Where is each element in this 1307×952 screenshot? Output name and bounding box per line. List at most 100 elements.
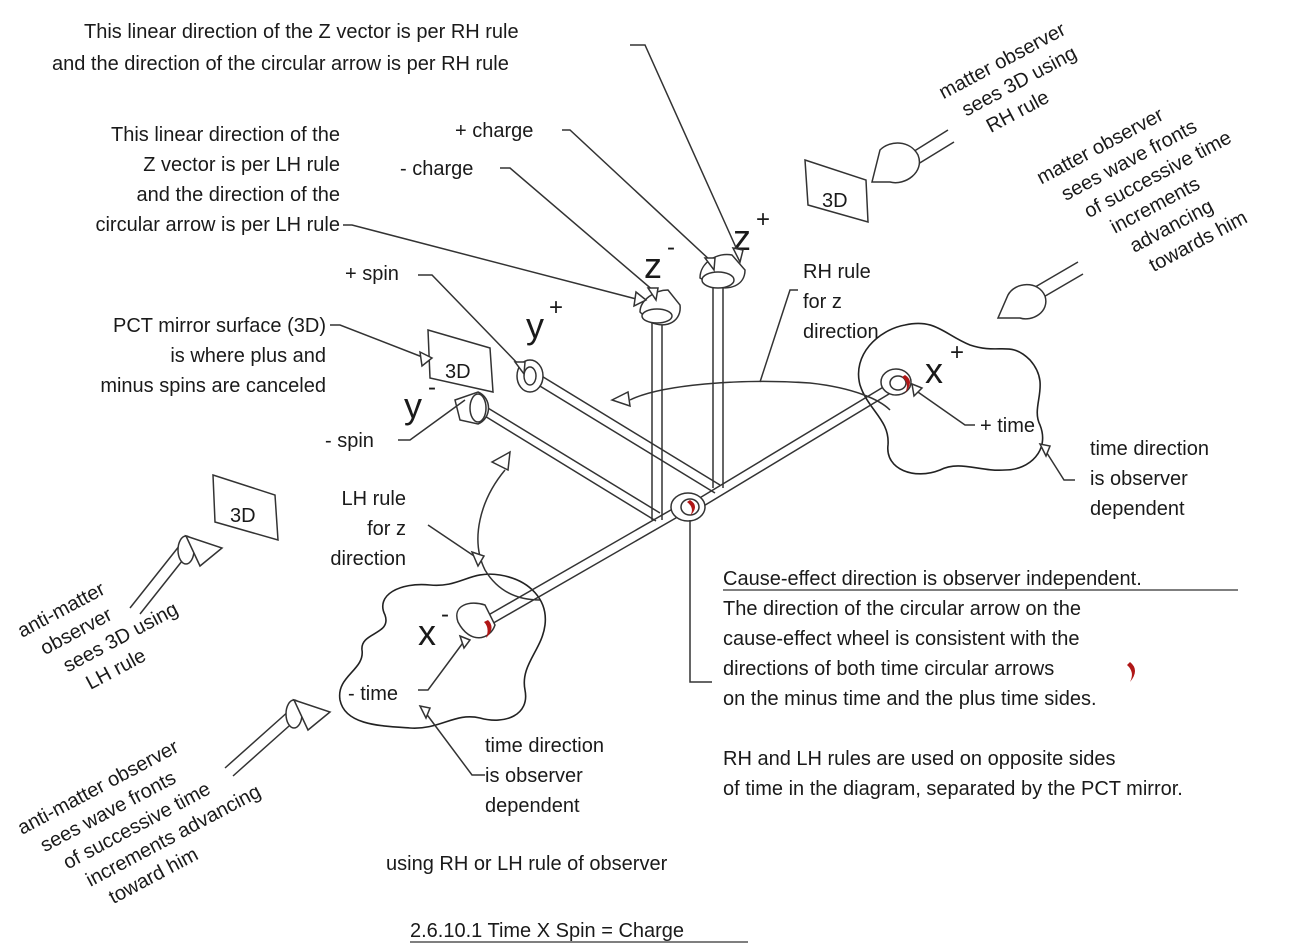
axis-label-z-plus: z — [733, 217, 751, 258]
leader-lh-note — [343, 224, 641, 301]
arrowhead-plus-charge — [703, 257, 716, 273]
svg-text:3D: 3D — [445, 361, 471, 383]
matter-3d-box: 3D — [804, 158, 869, 224]
rh-rule-line-2: for z — [803, 291, 842, 313]
antimatter-3d-note: anti-matter observer sees 3D using LH ru… — [14, 578, 182, 694]
rh-lh-note-line-2: of time in the diagram, separated by the… — [723, 778, 1183, 800]
z-axis-rods — [651, 282, 724, 520]
lh-rule-line-3: direction — [330, 548, 406, 570]
leader-lh-rule — [427, 524, 481, 561]
matter-wave-note: matter observer sees wave fronts of succ… — [1033, 104, 1251, 277]
plus-spin-label: + spin — [345, 263, 399, 285]
axis-label-y-minus: y — [404, 385, 422, 426]
antimatter-3d-box: 3D — [212, 473, 279, 542]
time-circular-arrow-icon — [1127, 662, 1135, 682]
time-dir-right-3: dependent — [1090, 498, 1185, 520]
time-dir-right-2: is observer — [1090, 468, 1188, 490]
lh-z-note-line-3: and the direction of the — [137, 184, 340, 206]
plus-time-wavefront — [857, 322, 1044, 475]
minus-spin-label: - spin — [325, 430, 374, 452]
rh-z-note-line-2: and the direction of the circular arrow … — [52, 53, 509, 75]
lh-rule-line-2: for z — [367, 518, 406, 540]
x-axis-rod — [477, 382, 895, 630]
cause-effect-circular-arrow-icon — [687, 500, 695, 516]
plus-charge-label: + charge — [455, 120, 533, 142]
lh-rule-line-1: LH rule — [342, 488, 406, 510]
axis-sup-x-plus: + — [950, 339, 964, 366]
lh-rule-arc — [477, 469, 541, 601]
pct-line-3: minus spins are canceled — [100, 375, 326, 397]
antimatter-3d-observer-icon — [129, 534, 224, 615]
arrowhead-time-dir-left — [418, 704, 432, 720]
plus-time-circular-arrow-icon — [902, 375, 910, 393]
arrowhead-lh-note — [633, 290, 648, 308]
axis-sup-y-minus: - — [428, 374, 436, 401]
leader-minus-time — [418, 639, 466, 691]
rh-arc-arrowhead — [610, 390, 631, 408]
minus-time-wavefront — [338, 573, 547, 729]
cause-effect-line-3: directions of both time circular arrows — [723, 658, 1054, 680]
cause-effect-line-4: on the minus time and the plus time side… — [723, 688, 1097, 710]
lh-z-note-line-1: This linear direction of the — [111, 124, 340, 146]
axis-label-x-plus: x — [925, 350, 943, 391]
rh-rule-line-1: RH rule — [803, 261, 871, 283]
leader-rh-note — [630, 44, 739, 253]
axis-label-y-plus: y — [526, 305, 544, 346]
leader-cause-effect — [689, 520, 712, 683]
minus-charge-label: - charge — [400, 158, 473, 180]
cause-effect-line-1: The direction of the circular arrow on t… — [723, 598, 1081, 620]
lh-z-note-line-4: circular arrow is per LH rule — [95, 214, 340, 236]
time-dir-left-1: time direction — [485, 735, 604, 757]
rh-rule-line-3: direction — [803, 321, 879, 343]
leader-time-dir-left — [424, 711, 485, 776]
minus-time-circular-arrow-icon — [484, 620, 492, 638]
x-plus-wheel — [880, 368, 912, 396]
axis-sup-y-plus: + — [549, 294, 563, 321]
axis-sup-z-minus: - — [667, 234, 675, 261]
time-dir-right-1: time direction — [1090, 438, 1209, 460]
y-minus-cone — [454, 391, 490, 425]
matter-wave-observer-icon — [996, 261, 1084, 320]
arrowhead-lh-rule — [470, 550, 486, 568]
rh-rule-arc — [629, 380, 891, 411]
svg-text:3D: 3D — [230, 505, 256, 527]
rh-z-note-line-1: This linear direction of the Z vector is… — [84, 21, 519, 43]
antimatter-wave-observer-icon — [224, 698, 332, 777]
pct-line-1: PCT mirror surface (3D) — [113, 315, 326, 337]
arrowhead-plus-spin — [513, 361, 526, 377]
leader-rh-rule — [759, 289, 798, 383]
leader-pct — [330, 324, 431, 361]
y-axis-rod — [474, 371, 721, 522]
minus-time-label: - time — [348, 683, 398, 705]
axis-sup-x-minus: - — [441, 601, 449, 628]
time-dir-left-2: is observer — [485, 765, 583, 787]
matter-3d-note: matter observer sees 3D using RH rule — [935, 18, 1080, 137]
leader-minus-spin — [398, 399, 466, 441]
arrowhead-minus-time — [458, 634, 472, 650]
axis-sup-z-plus: + — [756, 206, 770, 233]
svg-text:3D: 3D — [822, 190, 848, 212]
pct-line-2: is where plus and — [170, 345, 326, 367]
lh-arc-arrowhead — [490, 450, 511, 472]
cause-effect-line-2: cause-effect wheel is consistent with th… — [723, 628, 1079, 650]
antimatter-wave-note: anti-matter observer sees wave fronts of… — [14, 736, 265, 909]
lh-z-note-line-2: Z vector is per LH rule — [143, 154, 340, 176]
leader-plus-charge — [562, 129, 713, 263]
cause-effect-title: Cause-effect direction is observer indep… — [723, 568, 1142, 590]
x-minus-cone — [456, 602, 496, 639]
plus-time-label: + time — [980, 415, 1035, 437]
figure-caption: 2.6.10.1 Time X Spin = Charge — [410, 920, 684, 942]
leader-time-dir-right — [1044, 449, 1075, 481]
matter-3d-observer-icon — [871, 129, 955, 184]
leader-minus-charge — [500, 167, 656, 293]
pct-mirror-3d-box: 3D — [427, 328, 494, 393]
axis-label-x-minus: x — [418, 612, 436, 653]
arrowhead-minus-charge — [646, 287, 659, 302]
time-dir-left-3: dependent — [485, 795, 580, 817]
arrowhead-pct — [419, 350, 434, 368]
cause-effect-wheel — [670, 492, 706, 522]
arrowhead-rh-note — [731, 246, 744, 265]
leader-plus-spin — [418, 274, 523, 369]
rh-lh-note-line-1: RH and LH rules are used on opposite sid… — [723, 748, 1115, 770]
